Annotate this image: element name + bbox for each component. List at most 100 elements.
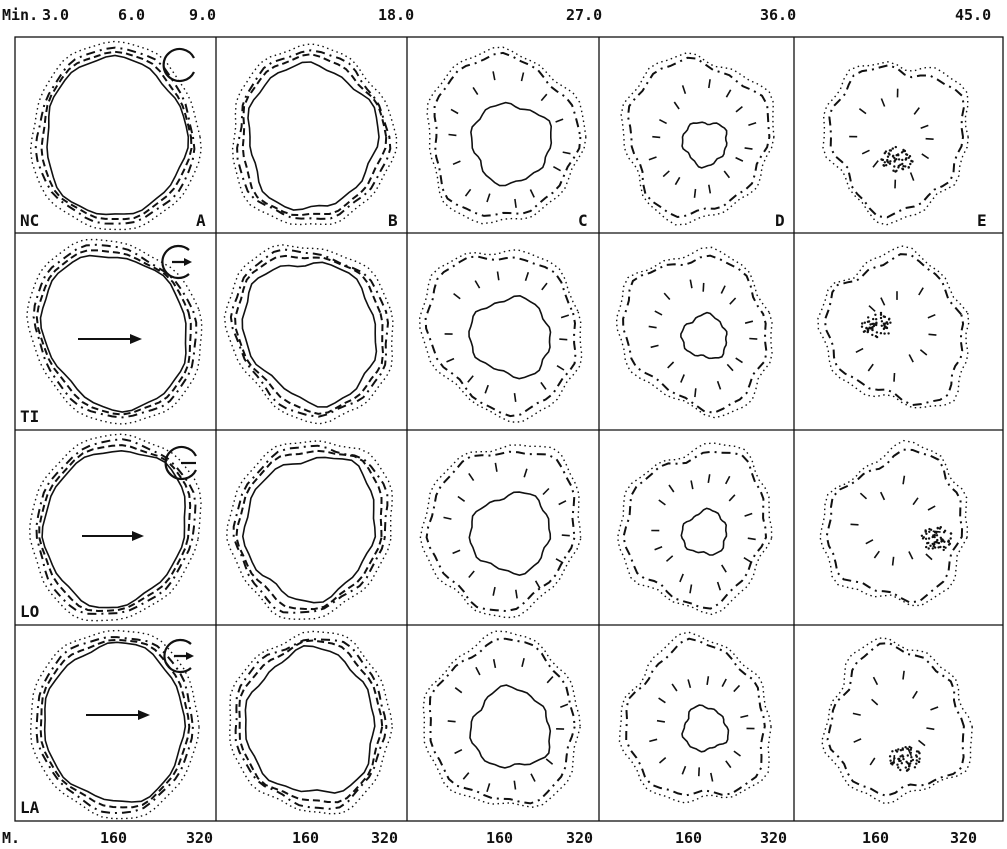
stipple-dot [940,526,942,528]
radial-hatch-mark [859,109,866,114]
radial-hatch-mark [874,677,878,685]
radial-hatch-mark [659,698,666,703]
radial-hatch-mark [718,582,721,590]
stipple-dot [908,166,910,168]
radial-hatch-mark [703,283,704,292]
radial-hatch-mark [722,565,727,572]
radial-hatch-mark [688,679,690,687]
stipple-dot [886,160,888,162]
stipple-dot [896,764,898,766]
radial-hatch-mark [493,587,495,596]
radial-hatch-mark [485,385,488,393]
row-labels: NC TI LO LA [20,211,40,817]
stipple-dot [918,752,920,754]
stipple-dot [864,330,866,332]
stipple-dot [893,757,895,759]
radial-hatch-mark [869,306,875,312]
radial-hatch-mark [726,476,730,484]
radial-hatch-mark [748,538,756,539]
radial-hatch-mark [655,311,662,315]
radial-hatch-mark [682,766,685,774]
stipple-dot [892,147,894,149]
outline-dotted-boundary [31,41,202,229]
radial-hatch-mark [709,185,711,194]
outline-dotdash-boundary [34,245,197,418]
stipple-dot [881,320,883,322]
stipple-dot [890,149,892,151]
radial-hatch-mark [454,294,461,299]
outline-dotdash-boundary [827,450,962,603]
stipple-dot [867,321,869,323]
outline-solid-boundary [682,122,727,168]
radial-hatch-mark [493,71,495,80]
stipple-dot [884,152,886,154]
scale-tick: 320 [371,829,398,847]
outline-dashed-boundary [239,641,382,803]
outline-dotted-boundary [30,434,201,621]
radial-hatch-mark [919,740,926,745]
outline-solid-boundary [45,642,186,802]
radial-hatch-mark [862,150,869,154]
radial-hatch-mark [543,489,549,495]
radial-hatch-mark [667,556,673,562]
stipple-dot [932,547,934,549]
scale-tick: 160 [100,829,127,847]
stipple-dot [925,546,927,548]
radial-hatch-mark [722,679,726,687]
radial-hatch-mark [745,514,753,517]
stipple-dot [905,766,907,768]
radial-hatch-mark [881,492,885,500]
stipple-dot [888,318,890,320]
stipple-dot [907,754,909,756]
stipple-dot [902,747,904,749]
stipple-dot [893,165,895,167]
radial-hatch-mark [455,688,462,693]
stipple-dot [881,325,883,327]
outline-dotted-boundary [823,62,968,225]
stipple-dot [928,547,930,549]
migration-arrow-icon [82,531,144,541]
stipple-dot [895,170,897,172]
outline-dotdash-boundary [236,639,387,809]
stipple-dot [943,549,945,551]
outline-dotted-boundary [420,445,580,618]
radial-hatch-mark [726,90,730,97]
stipple-dot [904,165,906,167]
stipple-dot [886,323,888,325]
stipple-dot [880,332,882,334]
radial-hatch-mark [664,293,670,299]
stipple-dot [895,749,897,751]
stipple-dot [905,157,907,159]
radial-hatch-mark [680,574,683,582]
outline-dotdash-boundary [828,643,964,796]
stipple-dot [884,161,886,163]
radial-hatch-mark [921,125,929,128]
radial-hatch-mark [690,585,692,594]
radial-hatch-mark [909,355,913,363]
stipple-dot [936,539,938,541]
radial-hatch-mark [561,315,569,318]
stipple-dot [897,748,899,750]
stipple-dot [901,163,903,165]
radial-hatch-mark [920,350,926,355]
stipple-dot [889,163,891,165]
radial-hatch-mark [674,102,679,109]
stipple-dot [874,314,876,316]
stipple-dot [914,766,916,768]
stipple-dot [936,541,938,543]
outline-dotted-boundary [225,245,394,424]
stipple-dot [925,531,927,533]
stipple-dot [948,543,950,545]
column-label: D [775,211,785,230]
radial-hatch-mark [881,99,884,107]
outline-dotdash-boundary [628,58,769,217]
direction-arrows [78,334,150,720]
radial-hatch-mark [547,677,553,683]
notched-circle-icon [164,49,194,81]
stipple-dot [902,150,904,152]
grid-border [15,37,1003,821]
radial-hatch-mark [473,87,478,94]
outline-dotted-boundary [621,53,774,225]
stipple-dot [891,750,893,752]
stipple-dot [898,760,900,762]
